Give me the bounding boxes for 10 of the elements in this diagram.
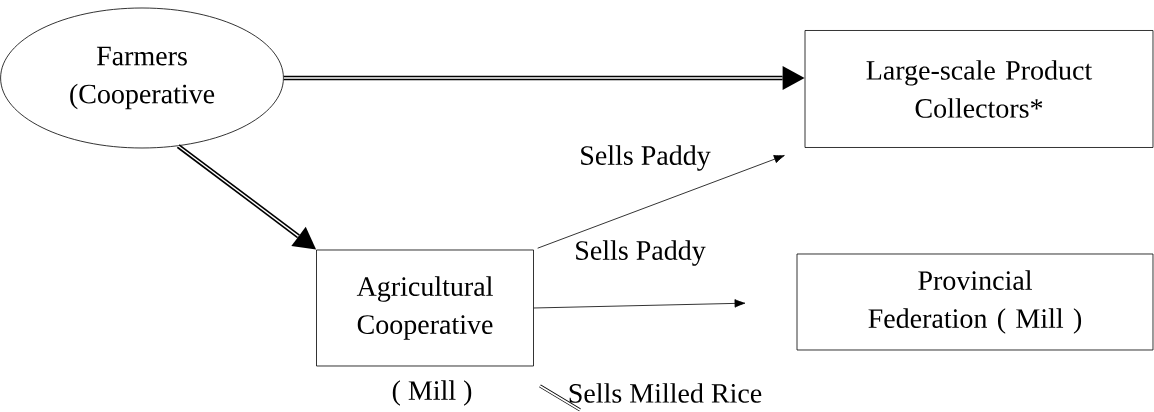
process-box: Large-scale Product Collectors*	[804, 30, 1154, 148]
arrow	[537, 155, 785, 249]
arrow	[283, 66, 805, 90]
arrow	[533, 299, 746, 309]
edge-label: Sells Paddy	[581, 145, 711, 171]
arrow	[176, 144, 317, 250]
process-box: Provincial Federation ( Mill )	[796, 253, 1154, 351]
note-label: Sells Milled Rice	[569, 383, 762, 403]
process-box: Agricultural Cooperative	[316, 249, 534, 367]
edge-label: Sells Paddy	[576, 240, 706, 266]
